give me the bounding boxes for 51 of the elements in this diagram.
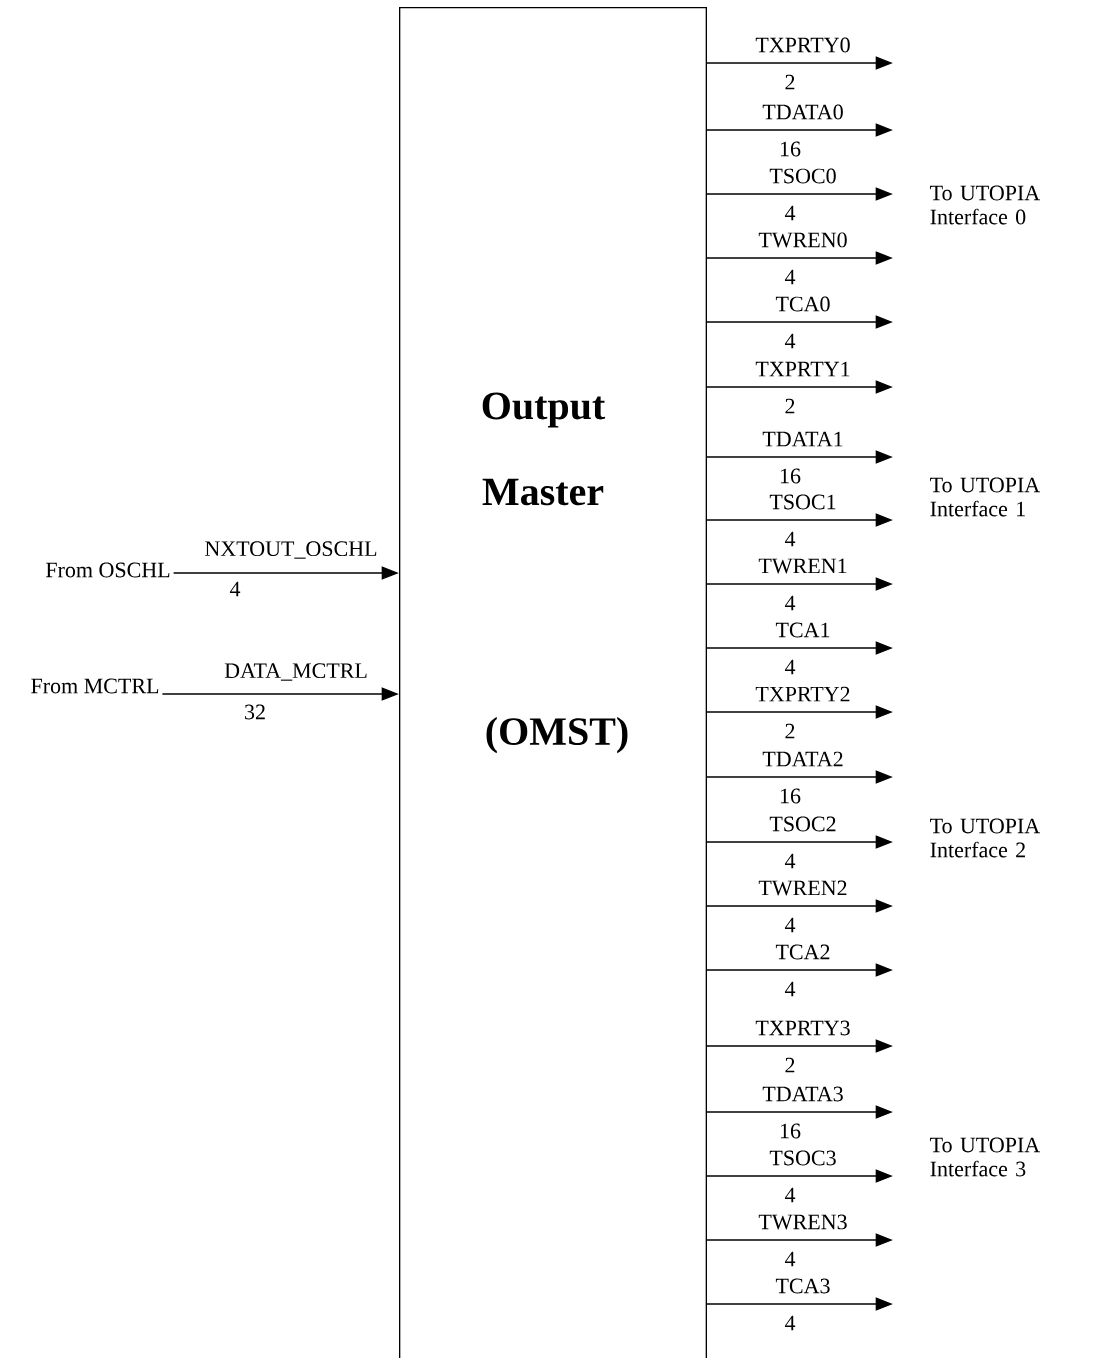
signal-name: TDATA3 <box>762 1086 843 1102</box>
signal-name: TSOC2 <box>769 816 836 832</box>
signal-name: TCA1 <box>775 622 830 638</box>
bus-width: 16 <box>780 141 801 157</box>
bus-width: 4 <box>784 1187 796 1203</box>
signal-name: TCA0 <box>775 296 830 312</box>
bus-width: 4 <box>784 1251 796 1267</box>
bus-width: 4 <box>784 333 796 349</box>
bus-width: 32 <box>245 704 265 720</box>
bus-width: 16 <box>780 1123 801 1139</box>
bus-width: 2 <box>785 723 795 739</box>
interface-label: To UTOPIA Interface 0 <box>930 185 1040 225</box>
bus-width: 2 <box>785 74 795 90</box>
signal-name: TXPRTY0 <box>755 37 850 53</box>
bus-width: 4 <box>784 531 796 547</box>
bus-width: 4 <box>784 659 796 675</box>
signal-name: TSOC3 <box>769 1150 836 1166</box>
signal-name: TSOC1 <box>769 494 836 510</box>
interface-label: To UTOPIA Interface 3 <box>930 1137 1040 1177</box>
signal-name: TWREN2 <box>758 880 847 896</box>
bus-width: 16 <box>780 788 801 804</box>
signal-name: TDATA1 <box>762 431 843 447</box>
interface-label: To UTOPIA Interface 2 <box>930 818 1040 858</box>
source-label: From OSCHL <box>46 562 170 578</box>
signal-name: TXPRTY2 <box>755 686 850 702</box>
signal-name: TCA2 <box>775 944 830 960</box>
bus-width: 4 <box>784 853 796 869</box>
source-label: From MCTRL <box>31 678 159 694</box>
bus-width: 2 <box>785 1057 795 1073</box>
bus-width: 4 <box>784 595 796 611</box>
bus-width: 2 <box>785 398 795 414</box>
signal-name: TSOC0 <box>769 168 836 184</box>
bus-width: 4 <box>784 981 796 997</box>
signal-name: TWREN3 <box>758 1214 847 1230</box>
bus-width: 4 <box>784 205 796 221</box>
bus-width: 4 <box>229 581 241 597</box>
signal-name: TWREN1 <box>758 558 847 574</box>
bus-width: 4 <box>784 269 796 285</box>
signal-name: TXPRTY3 <box>755 1020 850 1036</box>
interface-label: To UTOPIA Interface 1 <box>930 477 1040 517</box>
signal-name: TDATA2 <box>762 751 843 767</box>
signal-name: TWREN0 <box>758 232 847 248</box>
signal-name: TXPRTY1 <box>755 361 850 377</box>
signal-name: DATA_MCTRL <box>224 663 367 681</box>
bus-width: 4 <box>784 1315 796 1331</box>
signal-name: TCA3 <box>775 1278 830 1294</box>
signal-name: TDATA0 <box>762 104 843 120</box>
bus-width: 16 <box>780 468 801 484</box>
bus-width: 4 <box>784 917 796 933</box>
signal-name: NXTOUT_OSCHL <box>205 541 377 559</box>
module-block: Output Master (OMST) <box>399 7 707 1358</box>
